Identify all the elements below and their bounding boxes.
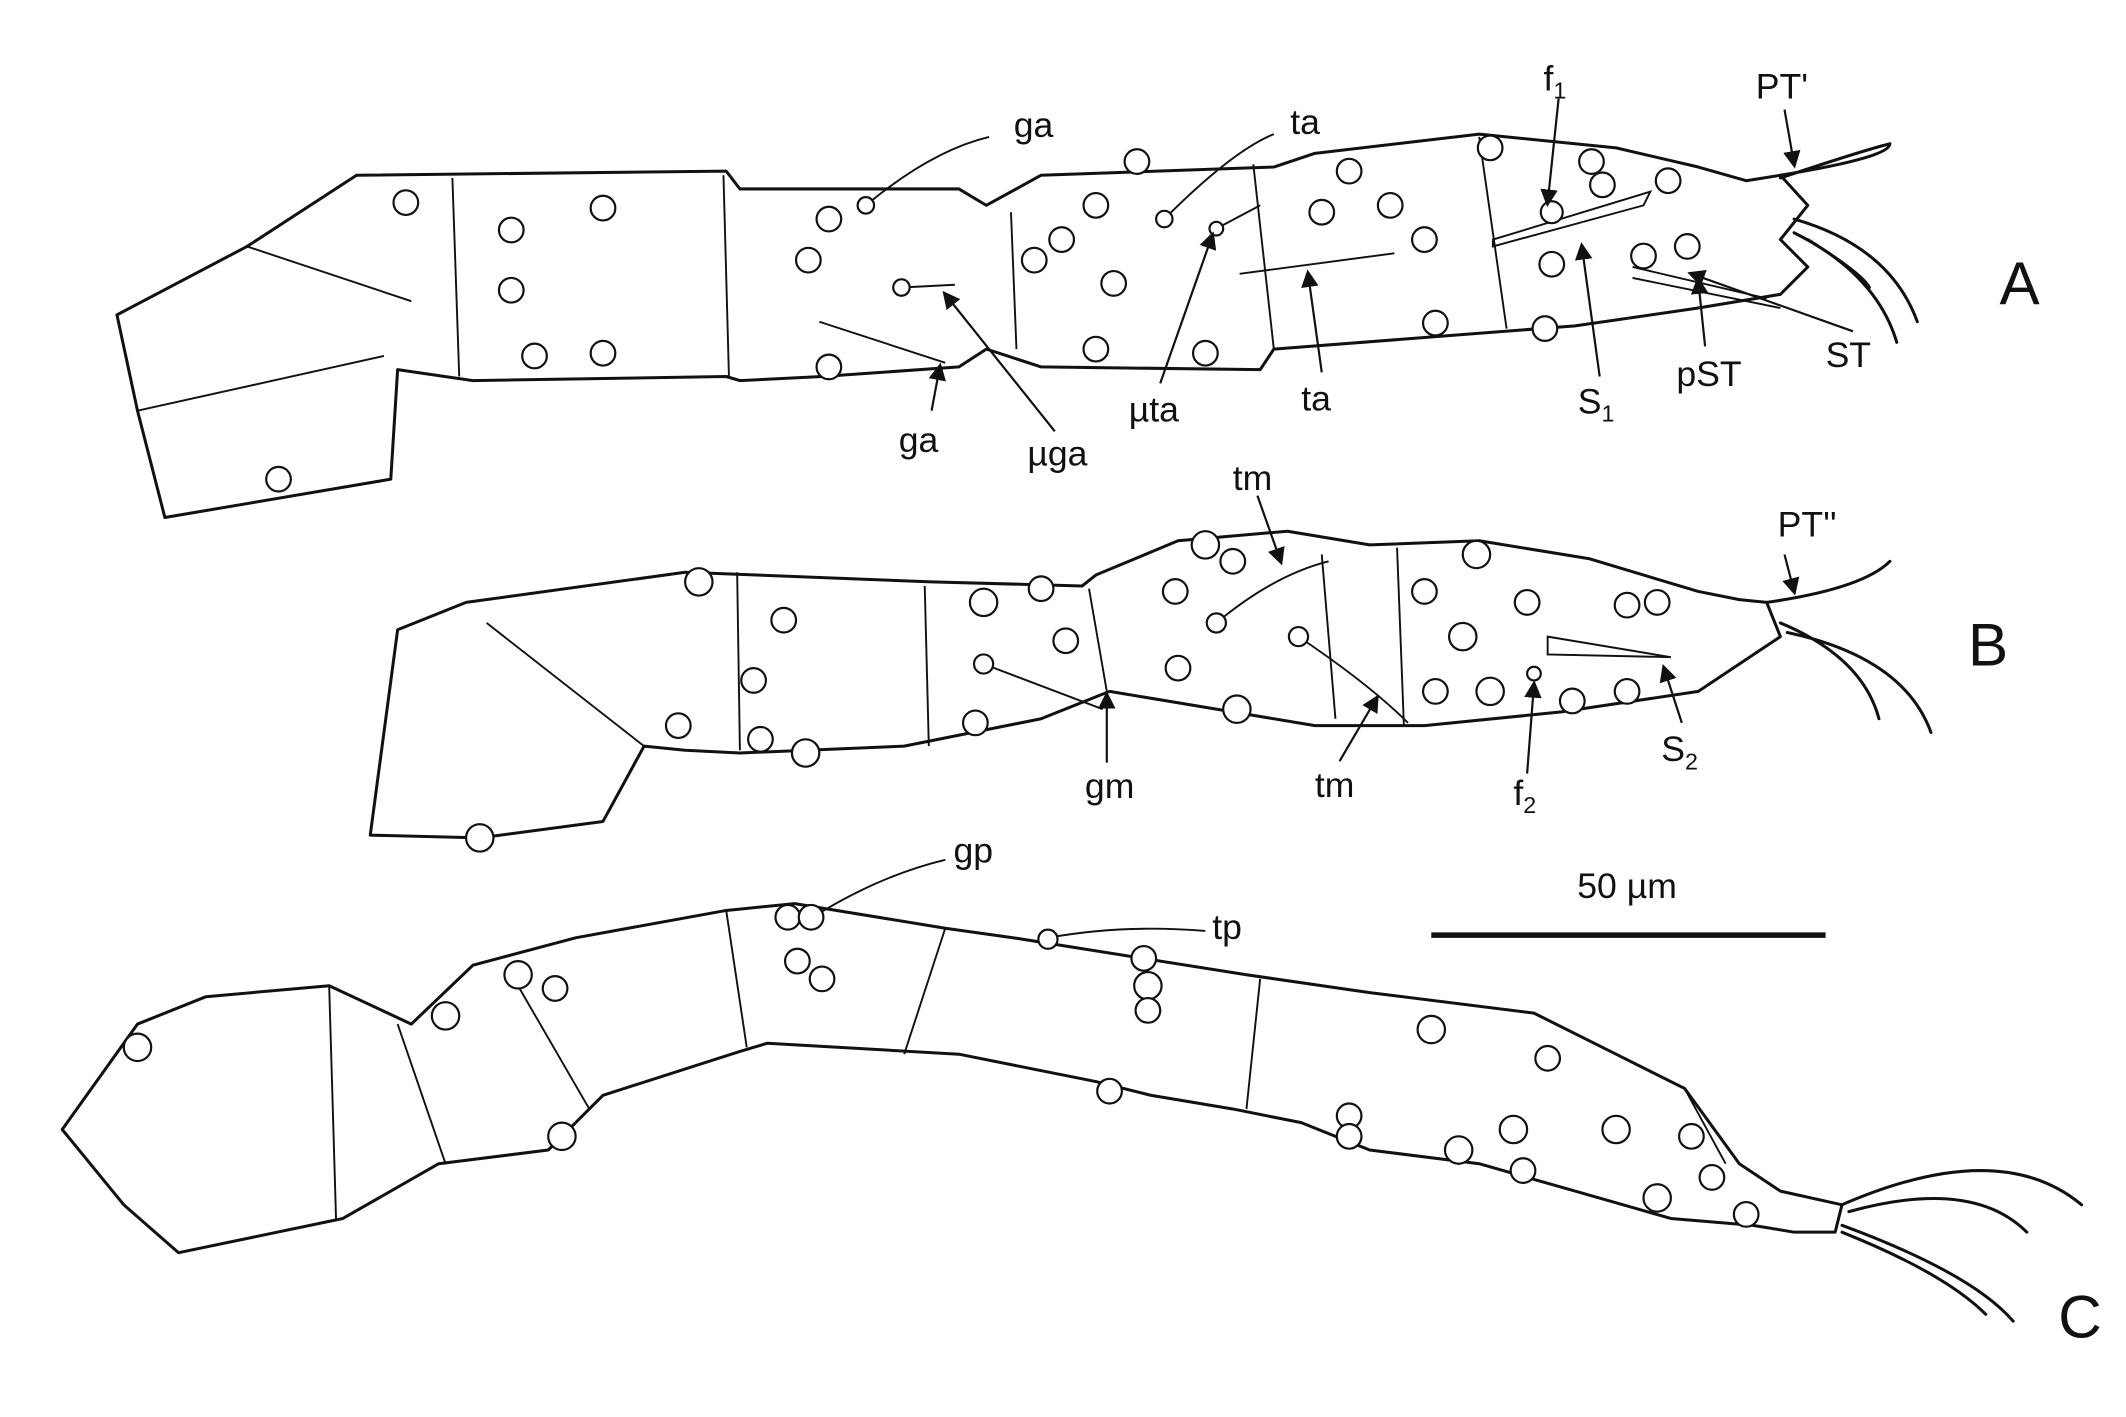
- leg-c-drawing: [60, 858, 2084, 1323]
- label-ga-top: ga: [1014, 105, 1054, 145]
- label-tp: tp: [1212, 907, 1242, 947]
- label-pt1: PT': [1756, 67, 1808, 107]
- label-ta-top: ta: [1290, 102, 1320, 142]
- label-ga-bottom: ga: [899, 420, 939, 460]
- panel-a-labels: A ga ta f1 PT' ga µga µta ta S1 pST ST: [899, 58, 2041, 473]
- label-tm-top: tm: [1233, 458, 1273, 498]
- label-f1: f1: [1544, 58, 1567, 103]
- panel-a-letter: A: [1999, 249, 2040, 317]
- annotation-arrows: [928, 98, 1854, 774]
- panel-c-labels: C gp tp: [953, 831, 2101, 1351]
- scale-bar-label: 50 µm: [1577, 866, 1677, 906]
- leg-a-drawing: [115, 132, 1919, 520]
- label-pt2: PT'': [1778, 505, 1837, 545]
- label-tm-bottom: tm: [1315, 765, 1355, 805]
- label-gm: gm: [1085, 766, 1134, 806]
- panel-b-labels: B tm PT'' gm tm f2 S2: [1085, 458, 2008, 818]
- panel-c-letter: C: [2058, 1283, 2102, 1351]
- label-uta: µta: [1129, 390, 1179, 430]
- label-gp: gp: [953, 831, 993, 871]
- panel-b-letter: B: [1968, 610, 2008, 678]
- label-uga: µga: [1027, 433, 1087, 473]
- label-pst: pST: [1676, 354, 1741, 394]
- label-s2: S2: [1661, 729, 1698, 774]
- label-s1: S1: [1578, 381, 1615, 426]
- label-ta-bottom: ta: [1301, 379, 1331, 419]
- label-f2: f2: [1513, 773, 1536, 818]
- leg-b-drawing: [368, 529, 1933, 853]
- scale-bar: 50 µm: [1431, 866, 1826, 938]
- label-st: ST: [1826, 335, 1871, 375]
